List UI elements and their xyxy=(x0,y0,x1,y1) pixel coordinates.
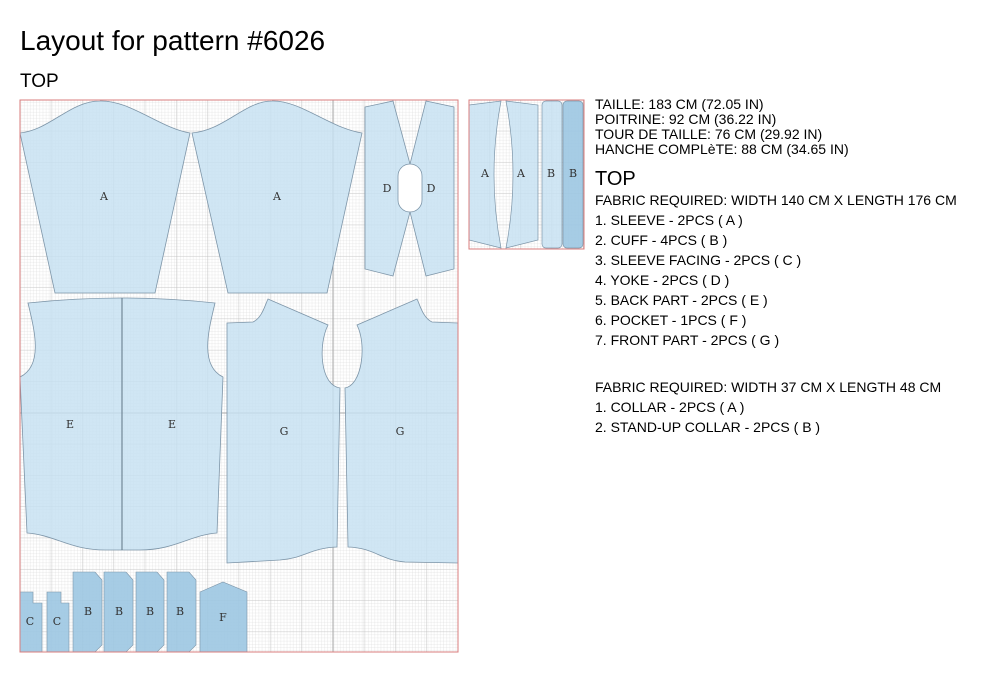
piece-label: A xyxy=(516,167,526,180)
fabric-required: FABRIC REQUIRED: WIDTH 37 CM X LENGTH 48… xyxy=(595,379,942,395)
piece-item: 6. POCKET - 1PCS ( F ) xyxy=(595,312,747,328)
fabric-required: FABRIC REQUIRED: WIDTH 140 CM X LENGTH 1… xyxy=(595,192,957,208)
front-piece-g xyxy=(344,298,459,564)
piece-label: G xyxy=(280,425,289,438)
piece-label: A xyxy=(272,190,282,203)
piece-label: B xyxy=(547,167,555,180)
piece-label: C xyxy=(26,615,34,628)
stand-collar-piece-b xyxy=(541,100,563,249)
measurements: TAILLE: 183 CM (72.05 IN) POITRINE: 92 C… xyxy=(595,97,957,157)
front-piece-g xyxy=(226,298,341,564)
measurement-height: TAILLE: 183 CM (72.05 IN) xyxy=(595,96,764,112)
piece-label: B xyxy=(115,605,123,618)
measurement-hip: HANCHE COMPLèTE: 88 CM (34.65 IN) xyxy=(595,141,849,157)
piece-label: C xyxy=(53,615,61,628)
section-title: TOP xyxy=(20,71,59,92)
pattern-info: TAILLE: 183 CM (72.05 IN) POITRINE: 92 C… xyxy=(595,97,957,437)
measurement-waist: TOUR DE TAILLE: 76 CM (29.92 IN) xyxy=(595,126,823,142)
piece-label: B xyxy=(146,605,154,618)
piece-item: 1. COLLAR - 2PCS ( A ) xyxy=(595,399,745,415)
fabric-1-list: FABRIC REQUIRED: WIDTH 140 CM X LENGTH 1… xyxy=(595,190,957,350)
collar-piece-a xyxy=(468,100,502,249)
piece-item: 3. SLEEVE FACING - 2PCS ( C ) xyxy=(595,252,802,268)
info-section-title: TOP xyxy=(595,168,636,190)
collar-piece-a xyxy=(505,100,539,249)
sleeve-piece-a xyxy=(19,100,191,294)
stand-collar-piece-b xyxy=(562,100,584,249)
measurement-chest: POITRINE: 92 CM (36.22 IN) xyxy=(595,111,777,127)
piece-item: 5. BACK PART - 2PCS ( E ) xyxy=(595,292,768,308)
collar-fabric: A A B B xyxy=(468,99,585,250)
piece-item: 1. SLEEVE - 2PCS ( A ) xyxy=(595,212,743,228)
piece-item: 2. STAND-UP COLLAR - 2PCS ( B ) xyxy=(595,419,821,435)
piece-label: B xyxy=(569,167,577,180)
piece-label: A xyxy=(480,167,490,180)
piece-label: E xyxy=(168,418,176,431)
piece-label: B xyxy=(176,605,184,618)
piece-label: B xyxy=(84,605,92,618)
piece-label: F xyxy=(219,611,227,624)
main-fabric: A A D D E E G G C C B B B B F xyxy=(19,99,459,653)
piece-label: D xyxy=(383,182,392,195)
piece-item: 2. CUFF - 4PCS ( B ) xyxy=(595,232,728,248)
page-title: Layout for pattern #6026 xyxy=(20,25,326,56)
sleeve-piece-a xyxy=(191,100,363,294)
piece-item: 4. YOKE - 2PCS ( D ) xyxy=(595,272,730,288)
pocket-piece-f xyxy=(199,581,248,653)
fabric-2-list: FABRIC REQUIRED: WIDTH 37 CM X LENGTH 48… xyxy=(595,377,957,437)
piece-item: 7. FRONT PART - 2PCS ( G ) xyxy=(595,332,780,348)
piece-label: D xyxy=(427,182,436,195)
piece-label: E xyxy=(66,418,74,431)
piece-label: G xyxy=(396,425,405,438)
piece-label: A xyxy=(99,190,109,203)
